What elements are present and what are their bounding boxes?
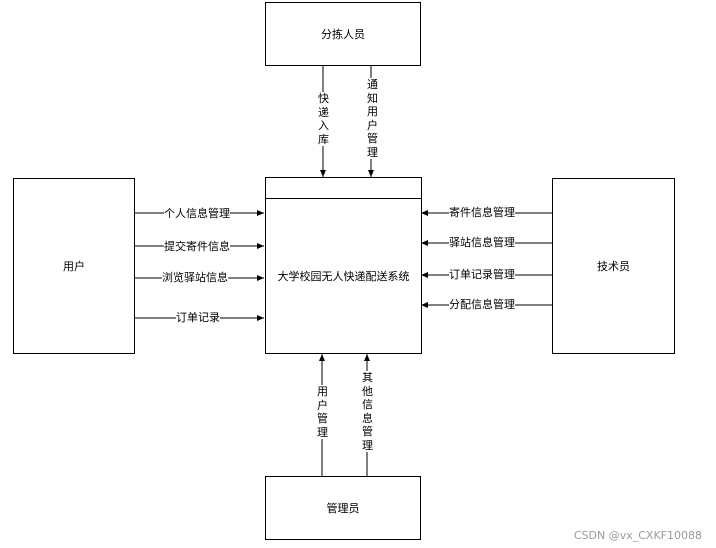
- watermark: CSDN @vx_CXKF10088: [573, 529, 702, 542]
- flow-tech-1: 寄件信息管理: [449, 206, 515, 219]
- admin-entity: 管理员: [265, 476, 421, 540]
- center-header-divider: [266, 198, 421, 199]
- flow-user-2: 提交寄件信息: [164, 240, 230, 253]
- user-entity: 用户: [13, 178, 135, 354]
- flow-tech-3: 订单记录管理: [449, 268, 515, 281]
- flow-sorter-out: 通知用户管理: [366, 78, 379, 159]
- flow-admin-2: 其他信息管理: [361, 371, 374, 452]
- flow-sorter-in: 快递入库: [317, 92, 330, 146]
- sorter-entity: 分拣人员: [265, 2, 421, 66]
- center-system: 大学校园无人快递配送系统: [265, 177, 422, 354]
- user-label: 用户: [63, 260, 85, 273]
- flow-user-4: 订单记录: [176, 311, 220, 324]
- flow-tech-2: 驿站信息管理: [449, 236, 515, 249]
- tech-entity: 技术员: [552, 178, 675, 354]
- admin-label: 管理员: [326, 502, 360, 515]
- flow-tech-4: 分配信息管理: [449, 298, 515, 311]
- flow-user-1: 个人信息管理: [164, 207, 230, 220]
- flow-user-3: 浏览驿站信息: [162, 271, 228, 284]
- flow-admin-1: 用户管理: [316, 385, 329, 439]
- tech-label: 技术员: [597, 260, 630, 273]
- center-label: 大学校园无人快递配送系统: [277, 269, 410, 283]
- sorter-label: 分拣人员: [321, 28, 365, 41]
